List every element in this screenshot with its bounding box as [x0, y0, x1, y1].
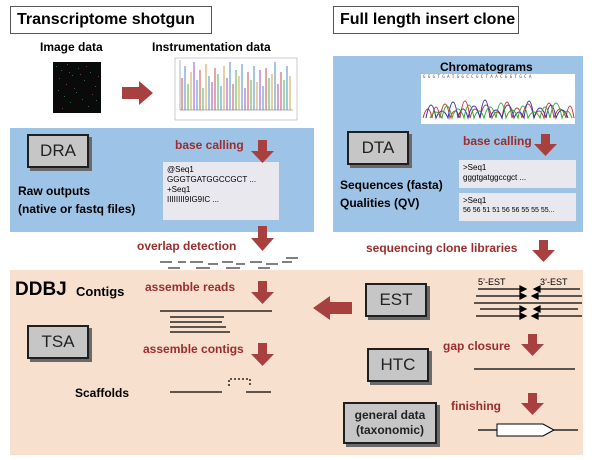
image-data-thumbnail	[53, 62, 101, 113]
qual-line-2: 56 56 51 51 56 56 55 55 55...	[463, 207, 555, 214]
chromatograms-label: Chromatograms	[440, 60, 533, 74]
est-3-label: 3’-EST	[540, 277, 568, 287]
qual-line-1: >Seq1	[463, 196, 487, 205]
step-overlap-detection: overlap detection	[137, 239, 237, 253]
general-data-line-2: (taxonomic)	[355, 423, 424, 437]
fasta-line-2: gggtgatggccgct ...	[463, 173, 527, 182]
step-gap-closure: gap closure	[443, 339, 511, 353]
title-full-length-insert-clone: Full length insert clone	[333, 6, 519, 34]
step-finishing: finishing	[451, 399, 501, 413]
raw-outputs-label-1: Raw outputs	[18, 184, 90, 198]
step-assemble-reads: assemble reads	[145, 280, 236, 294]
fasta-box: >Seq1 gggtgatggccgct ...	[459, 160, 576, 188]
instrumentation-data-label: Instrumentation data	[152, 40, 271, 54]
fasta-line-1: >Seq1	[463, 163, 487, 172]
fastq-line-4: IIIIIIII9IG9IC ...	[167, 195, 220, 204]
general-data-box: general data (taxonomic)	[343, 402, 437, 444]
ddbj-label: DDBJ	[15, 279, 67, 300]
step-sequencing-clone-libraries: sequencing clone libraries	[366, 241, 518, 255]
raw-outputs-label-2: (native or fastq files)	[18, 202, 136, 216]
est-database-box: EST	[365, 283, 427, 317]
title-transcriptome-shotgun: Transcriptome shotgun	[10, 6, 212, 34]
ddbj-panel	[10, 270, 583, 455]
step-base-calling-left: base calling	[175, 138, 244, 152]
htc-database-box: HTC	[367, 348, 429, 382]
fastq-line-1: @Seq1	[167, 165, 194, 174]
image-data-label: Image data	[40, 40, 103, 54]
dta-database-box: DTA	[347, 131, 409, 165]
scaffolds-label: Scaffolds	[75, 386, 130, 400]
step-assemble-contigs: assemble contigs	[143, 342, 244, 356]
fastq-box: @Seq1 GGGTGATGGCCGCT ... +Seq1 IIIIIIII9…	[163, 162, 279, 220]
step-base-calling-right: base calling	[463, 134, 532, 148]
arrow-sequencing-clone	[532, 240, 555, 262]
fastq-line-2: GGGTGATGGCCGCT ...	[167, 175, 257, 184]
arrow-image-to-instrument	[122, 81, 153, 105]
sequences-label-1: Sequences (fasta)	[340, 178, 443, 192]
tsa-database-box: TSA	[27, 325, 89, 359]
general-data-line-1: general data	[354, 408, 426, 422]
est-5-label: 5’-EST	[478, 277, 506, 287]
qual-box: >Seq1 56 56 51 51 56 56 55 55 55...	[459, 193, 576, 221]
instrumentation-chart-thumbnail	[174, 57, 298, 121]
overlap-fragments	[160, 257, 298, 269]
dra-database-box: DRA	[27, 134, 89, 168]
fastq-line-3: +Seq1	[167, 185, 191, 194]
sequences-label-2: Qualities (QV)	[340, 196, 420, 210]
contigs-label: Contigs	[76, 284, 125, 299]
